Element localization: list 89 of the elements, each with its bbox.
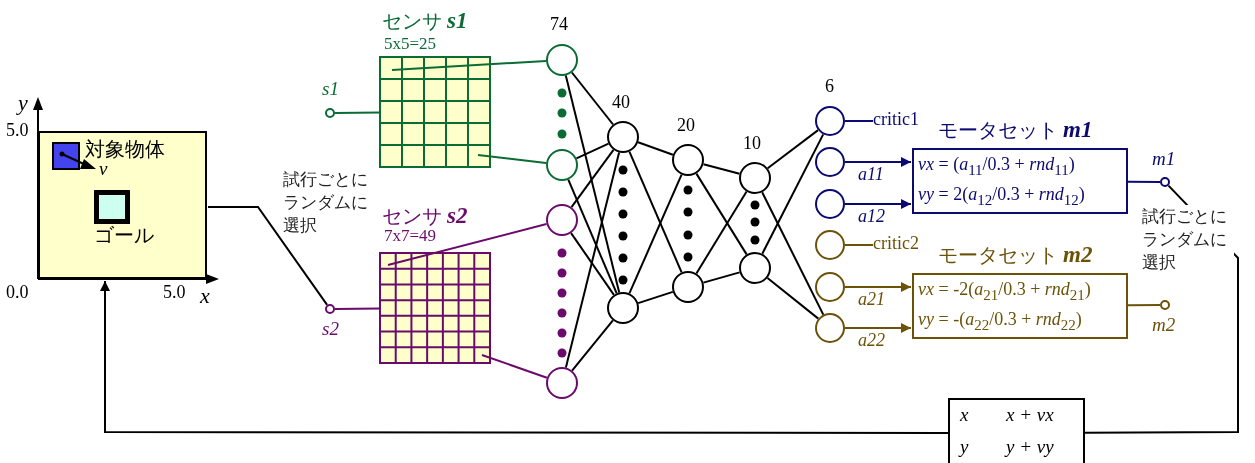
connector-line bbox=[571, 319, 614, 372]
connector-line bbox=[207, 206, 329, 306]
connector-line bbox=[1127, 304, 1161, 307]
connector-line bbox=[628, 150, 683, 274]
connector-line bbox=[761, 133, 825, 255]
neuron-circle bbox=[546, 367, 578, 399]
sensor-heading: センサ s1 bbox=[382, 8, 468, 35]
formula: vx = (a$_{11}$/0.3 + rnd$_{11}$) bbox=[918, 154, 1075, 179]
layer-size-label: 20 bbox=[677, 115, 695, 136]
connector-line bbox=[567, 178, 618, 295]
connector-line bbox=[637, 141, 674, 156]
arrow bbox=[100, 280, 949, 434]
connector-line bbox=[334, 111, 381, 114]
sensor-size-label: 5x5=25 bbox=[384, 34, 437, 54]
terminal-circle bbox=[325, 304, 335, 314]
neuron-circle bbox=[815, 230, 845, 260]
note-text: 試行ごとにランダムに選択 bbox=[1142, 205, 1234, 274]
update-formula: y + vy bbox=[1006, 436, 1054, 458]
environment-box bbox=[38, 131, 207, 279]
connector-line bbox=[844, 244, 874, 246]
neuron-circle bbox=[546, 44, 578, 76]
connector-line bbox=[766, 129, 820, 170]
connector-line bbox=[564, 151, 621, 369]
connector-line bbox=[637, 290, 674, 305]
neuron-circle bbox=[815, 106, 845, 136]
connector-line bbox=[564, 74, 621, 294]
arrow bbox=[844, 282, 912, 292]
neuron-circle bbox=[815, 272, 845, 302]
terminal-label: m1 bbox=[1152, 148, 1176, 170]
update-formula: x + vx bbox=[1006, 404, 1054, 426]
terminal-circle bbox=[1160, 177, 1170, 187]
connector-line bbox=[761, 191, 825, 316]
neuron-circle bbox=[739, 252, 771, 284]
layer-size-label: 40 bbox=[612, 92, 630, 113]
terminal-label: m2 bbox=[1152, 314, 1176, 336]
connector-line bbox=[570, 148, 615, 209]
motor-set-heading: モータセット m2 bbox=[938, 242, 1093, 269]
connector-line bbox=[387, 223, 548, 266]
velocity-label: v bbox=[99, 158, 108, 180]
connector-line bbox=[391, 59, 547, 71]
neuron-circle bbox=[672, 271, 704, 303]
connector-line bbox=[844, 120, 874, 122]
neuron-circle bbox=[546, 204, 578, 236]
connector-line bbox=[570, 232, 615, 296]
neuron-circle bbox=[672, 144, 704, 176]
axis-label: 0.0 bbox=[6, 282, 29, 303]
neuron-circle bbox=[607, 292, 639, 324]
arrow bbox=[844, 323, 912, 333]
layer-size-label: 10 bbox=[743, 133, 761, 154]
arrow bbox=[844, 199, 912, 209]
axis-label: 5.0 bbox=[6, 120, 29, 141]
object-label: 対象物体 bbox=[85, 139, 165, 159]
neuron-circle bbox=[815, 147, 845, 177]
update-box bbox=[948, 398, 1085, 463]
formula: vx = -2(a$_{21}$/0.3 + rnd$_{21}$) bbox=[918, 279, 1091, 304]
formula: vy = -(a$_{22}$/0.3 + rnd$_{22}$) bbox=[918, 309, 1082, 334]
terminal-circle bbox=[1160, 300, 1170, 310]
motor-set-heading: モータセット m1 bbox=[938, 117, 1093, 144]
terminal-label: s2 bbox=[322, 318, 339, 340]
axis-label: 5.0 bbox=[163, 282, 186, 303]
note-text: 試行ごとにランダムに選択 bbox=[283, 168, 369, 237]
connector-line bbox=[702, 271, 741, 284]
neuron-circle bbox=[607, 121, 639, 153]
layer-size-label: 6 bbox=[825, 76, 834, 97]
neuron-circle bbox=[815, 189, 845, 219]
connector-line bbox=[570, 71, 615, 126]
update-formula: y bbox=[960, 436, 969, 458]
connector-line bbox=[702, 163, 741, 175]
layer-size-label: 74 bbox=[550, 14, 568, 35]
axis-label: y bbox=[18, 90, 28, 116]
axis-label: x bbox=[200, 283, 210, 309]
connector-line bbox=[766, 277, 820, 320]
arrow bbox=[844, 157, 912, 167]
connector-line bbox=[695, 190, 748, 275]
connector-line bbox=[575, 142, 610, 160]
neuron-circle bbox=[739, 162, 771, 194]
connector-line bbox=[1127, 180, 1161, 183]
connector-line bbox=[334, 307, 381, 310]
neuron-circle bbox=[546, 149, 578, 181]
formula: vy = 2(a$_{12}$/0.3 + rnd$_{12}$) bbox=[918, 184, 1085, 209]
terminal-label: s1 bbox=[322, 78, 339, 100]
connector-line bbox=[628, 173, 683, 295]
connector-line bbox=[695, 172, 748, 256]
update-formula: x bbox=[960, 404, 969, 426]
neuron-circle bbox=[815, 313, 845, 343]
goal-label: ゴール bbox=[94, 222, 154, 249]
terminal-circle bbox=[325, 108, 335, 118]
connector-line bbox=[481, 354, 548, 379]
connector-line bbox=[477, 154, 548, 165]
